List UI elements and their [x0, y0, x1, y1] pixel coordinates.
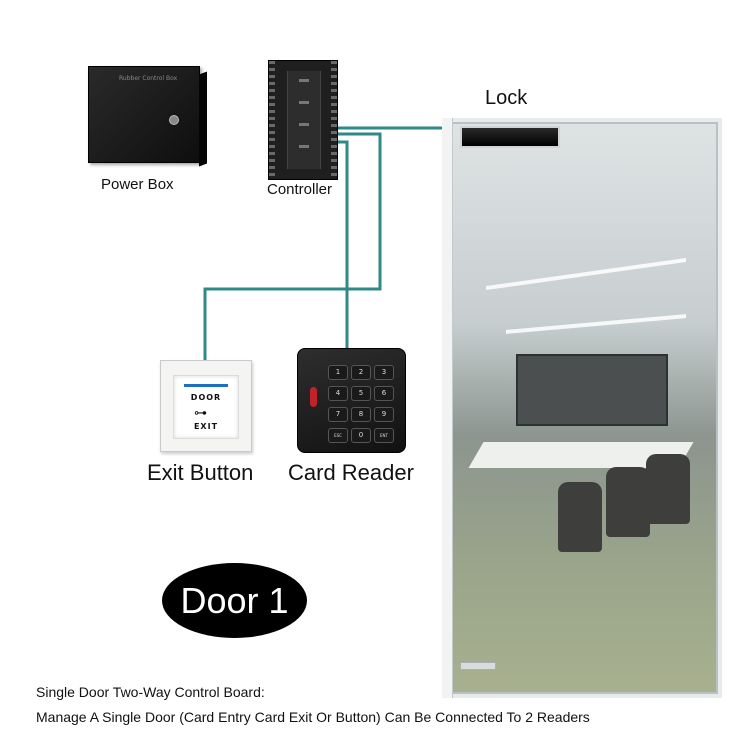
ceiling-light — [506, 314, 686, 334]
keyhole-icon — [169, 115, 179, 125]
chair — [606, 467, 650, 537]
wire-card-reader — [334, 140, 349, 350]
power-box-plate: Rubber Control Box — [119, 75, 178, 82]
terminal-block-left — [269, 61, 275, 179]
glass-door — [442, 118, 722, 698]
meeting-room-screen — [516, 354, 668, 426]
keypad-key: ENT — [374, 428, 394, 443]
exit-button-label: Exit Button — [147, 460, 254, 485]
exit-button-device: DOOR ⊶ EXIT — [160, 360, 252, 452]
card-reader-label: Card Reader — [288, 460, 414, 485]
keypad-key: ESC — [328, 428, 348, 443]
card-reader-device: 1 2 3 4 5 6 7 8 9 ESC 0 ENT — [297, 348, 406, 453]
keypad-key: 9 — [374, 407, 394, 422]
controller-board — [268, 60, 338, 180]
lock-label: Lock — [485, 87, 528, 109]
door-frame — [442, 118, 453, 698]
exit-button-indicator-bar — [184, 384, 228, 387]
keypad-key: 7 — [328, 407, 348, 422]
exit-button-face: DOOR ⊶ EXIT — [173, 375, 239, 439]
magnetic-lock — [460, 126, 560, 148]
ceiling-light — [486, 257, 686, 291]
chair — [646, 454, 690, 524]
controller-indicators — [287, 71, 321, 169]
keypad-key: 2 — [351, 365, 371, 380]
caption-line-2: Manage A Single Door (Card Entry Card Ex… — [36, 709, 590, 725]
keypad-key: 6 — [374, 386, 394, 401]
chair — [558, 482, 602, 552]
key-icon: ⊶ — [194, 405, 207, 420]
keypad-key: 1 — [328, 365, 348, 380]
caption-line-1: Single Door Two-Way Control Board: — [36, 684, 265, 700]
exit-face-top-text: DOOR — [190, 393, 222, 402]
door-handle — [460, 662, 496, 670]
terminal-block-right — [331, 61, 337, 179]
keypad-key: 3 — [374, 365, 394, 380]
power-box-side — [199, 71, 207, 167]
keypad-key: 0 — [351, 428, 371, 443]
keypad-key: 5 — [351, 386, 371, 401]
controller-label: Controller — [267, 181, 333, 198]
wire-exit-button — [203, 132, 382, 362]
exit-face-bottom-text: EXIT — [193, 422, 219, 431]
keypad-key: 8 — [351, 407, 371, 422]
door-badge: Door 1 — [162, 563, 307, 638]
power-box-label: Power Box — [101, 176, 174, 193]
keypad-key: 4 — [328, 386, 348, 401]
power-box: Rubber Control Box — [88, 66, 207, 167]
keypad: 1 2 3 4 5 6 7 8 9 ESC 0 ENT — [328, 365, 394, 443]
reader-led — [310, 387, 317, 407]
